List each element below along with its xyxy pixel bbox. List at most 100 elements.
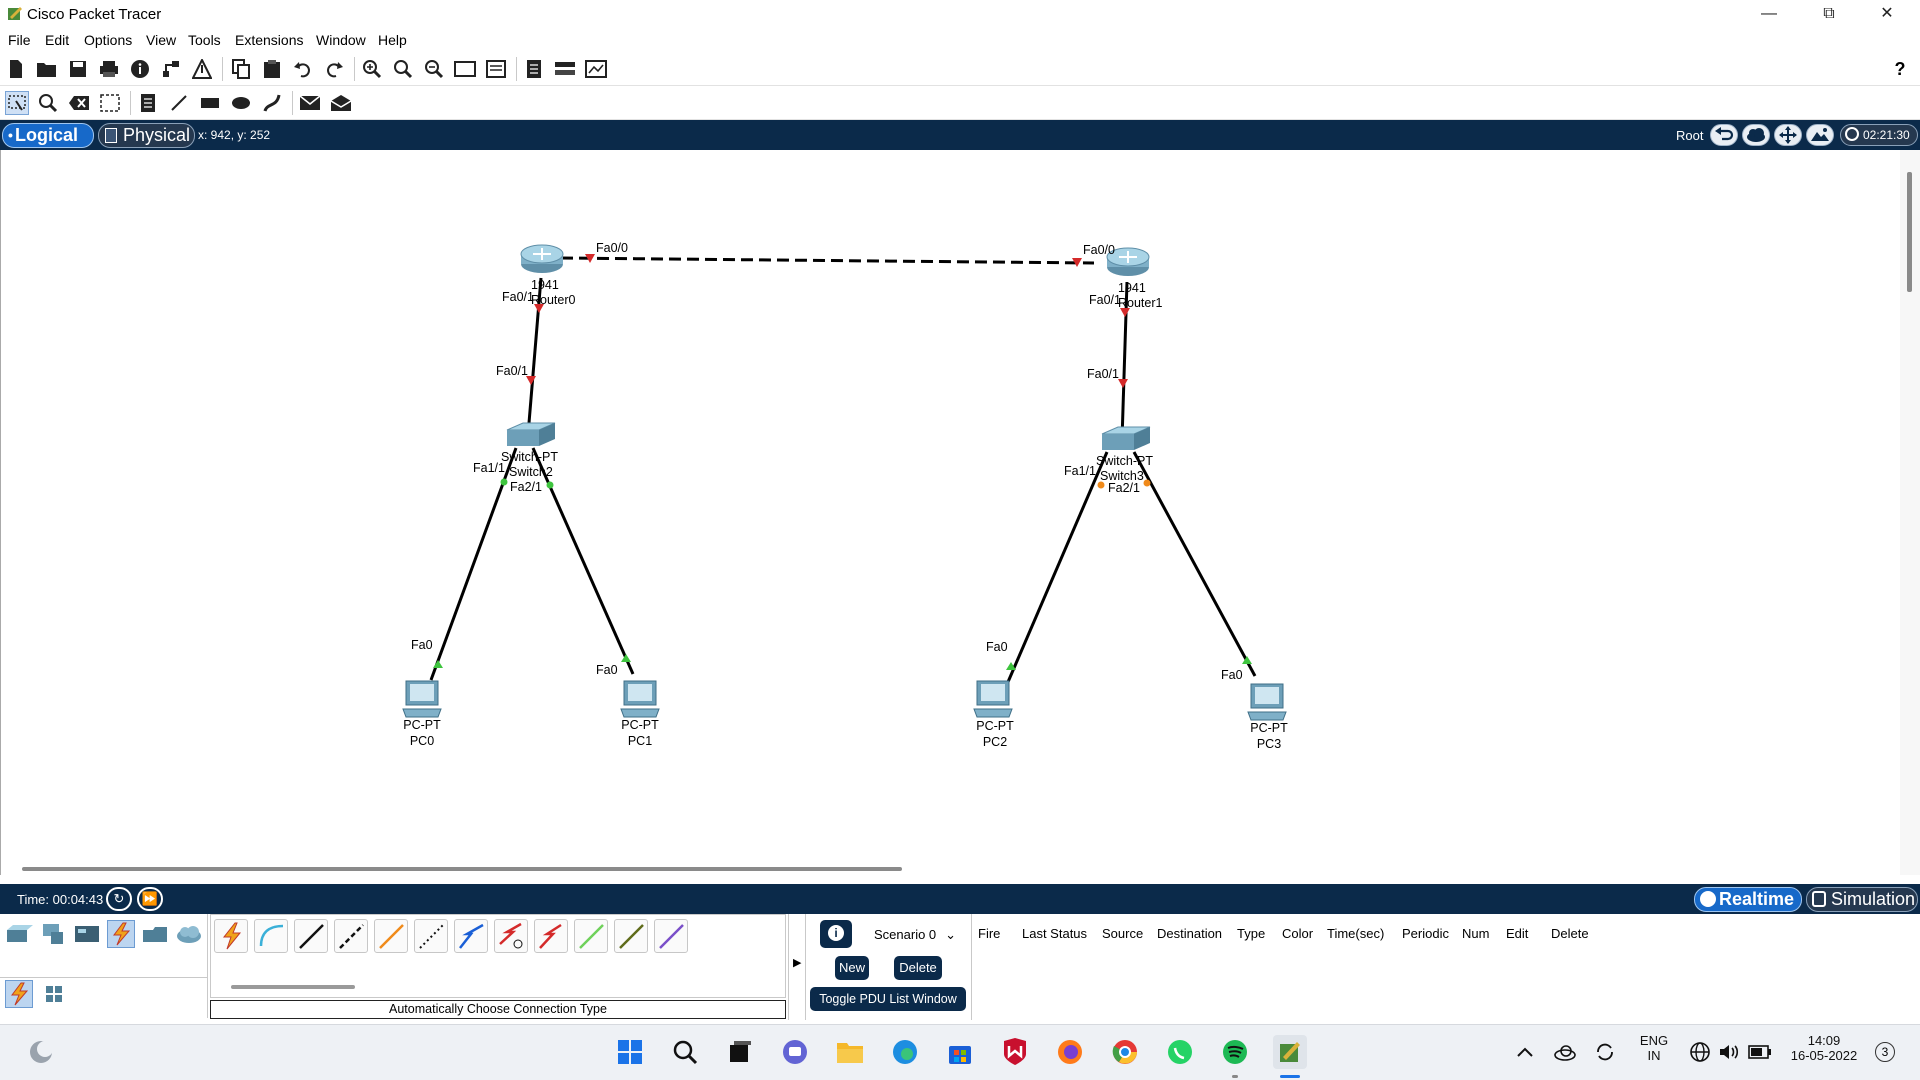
zoom-out-icon[interactable] [422, 57, 446, 81]
menu-view[interactable]: View [146, 32, 177, 48]
components-icon[interactable] [73, 920, 101, 948]
taskbar-clock[interactable]: 14:09 16-05-2022 [1782, 1033, 1866, 1063]
close-button[interactable]: ✕ [1880, 5, 1894, 22]
column-last-status[interactable]: Last Status [1022, 926, 1088, 941]
volume-icon[interactable] [1712, 1035, 1746, 1069]
column-delete[interactable]: Delete [1551, 926, 1589, 941]
column-fire[interactable]: Fire [978, 926, 1001, 941]
link-switch3-pc2[interactable] [1006, 451, 1109, 683]
drawing-palette-icon[interactable] [453, 57, 477, 81]
miscellaneous-icon[interactable] [141, 920, 169, 948]
router1-icon[interactable] [1105, 245, 1151, 279]
copper-crossover-button[interactable] [334, 919, 368, 953]
menu-options[interactable]: Options [84, 32, 133, 48]
column-num[interactable]: Num [1462, 926, 1490, 941]
vertical-scroll-thumb[interactable] [1907, 172, 1912, 292]
switch3-icon[interactable] [1096, 426, 1152, 454]
language-indicator[interactable]: ENG IN [1636, 1033, 1672, 1063]
custom-device-icon[interactable] [484, 57, 508, 81]
column-type[interactable]: Type [1237, 926, 1266, 941]
restore-button[interactable]: ⧉ [1823, 5, 1835, 22]
grid-view-icon[interactable] [40, 980, 68, 1008]
back-arrow-icon[interactable] [1710, 124, 1738, 146]
zoom-in-icon[interactable] [360, 57, 384, 81]
link-router0-router1[interactable] [560, 256, 1095, 265]
viewport-icon[interactable] [584, 57, 608, 81]
mcafee-icon[interactable] [998, 1035, 1032, 1069]
multiuser-connection-icon[interactable] [175, 920, 203, 948]
notes-icon[interactable] [522, 57, 546, 81]
connections-category-icon[interactable] [107, 920, 135, 948]
packet-tracer-taskbar-icon[interactable] [1273, 1035, 1307, 1069]
add-simple-pdu-icon[interactable] [298, 91, 322, 115]
pc2-icon[interactable] [971, 679, 1015, 719]
coaxial-cable-button[interactable] [454, 919, 488, 953]
realtime-mode-button[interactable]: Realtime [1694, 887, 1802, 912]
horizontal-scrollbar[interactable] [0, 862, 1900, 875]
fast-forward-icon[interactable]: ⏩ [137, 887, 163, 911]
save-icon[interactable] [66, 57, 90, 81]
delete-tool-icon[interactable] [67, 91, 91, 115]
resize-shape-icon[interactable] [98, 91, 122, 115]
end-devices-icon[interactable] [39, 920, 67, 948]
open-folder-icon[interactable] [35, 57, 59, 81]
scenario-info-button[interactable]: i [820, 920, 852, 948]
redo-icon[interactable] [322, 57, 346, 81]
auto-connection-button[interactable] [214, 919, 248, 953]
sync-icon[interactable] [1588, 1035, 1622, 1069]
connection-types-scroll-thumb[interactable] [231, 985, 355, 989]
power-cycle-devices-icon[interactable]: ↻ [106, 887, 132, 911]
simulation-mode-button[interactable]: Simulation [1806, 887, 1918, 912]
start-windows-icon[interactable] [613, 1035, 647, 1069]
menu-window[interactable]: Window [316, 32, 366, 48]
firefox-icon[interactable] [1053, 1035, 1087, 1069]
switch2-icon[interactable] [501, 422, 557, 450]
iot-custom-cable-button[interactable] [614, 919, 648, 953]
navigation-move-icon[interactable] [1774, 124, 1802, 146]
serial-dce-button[interactable] [494, 919, 528, 953]
pc0-icon[interactable] [400, 679, 444, 719]
column-edit[interactable]: Edit [1506, 926, 1529, 941]
connections-subtype-icon[interactable] [5, 980, 33, 1008]
freeform-icon[interactable] [260, 91, 284, 115]
select-tool-icon[interactable] [5, 91, 29, 115]
link-switch2-pc1[interactable] [531, 447, 635, 675]
copper-straight-through-button[interactable] [294, 919, 328, 953]
print-icon[interactable] [97, 57, 121, 81]
pc1-icon[interactable] [618, 679, 662, 719]
usb-cable-button[interactable] [654, 919, 688, 953]
link-switch3-pc3[interactable] [1132, 451, 1257, 677]
new-scenario-button[interactable]: New [835, 956, 869, 980]
add-complex-pdu-icon[interactable] [329, 91, 353, 115]
delete-scenario-button[interactable]: Delete [894, 956, 942, 980]
serial-dte-button[interactable] [534, 919, 568, 953]
network-info-icon[interactable] [159, 57, 183, 81]
horizontal-scroll-thumb[interactable] [22, 867, 902, 871]
menu-tools[interactable]: Tools [188, 32, 221, 48]
help-icon[interactable]: ? [1894, 58, 1906, 79]
chrome-icon[interactable] [1108, 1035, 1142, 1069]
console-cable-button[interactable] [254, 919, 288, 953]
column-color[interactable]: Color [1282, 926, 1314, 941]
vertical-scrollbar[interactable] [1900, 150, 1920, 875]
zoom-reset-icon[interactable] [391, 57, 415, 81]
onedrive-cloud-icon[interactable] [1548, 1035, 1582, 1069]
phone-cable-button[interactable] [414, 919, 448, 953]
scenario-select[interactable]: Scenario 0 ⌄ [864, 924, 960, 946]
menu-edit[interactable]: Edit [45, 32, 70, 48]
file-explorer-icon[interactable] [833, 1035, 867, 1069]
tab-logical[interactable]: • Logical [2, 123, 94, 148]
new-file-icon[interactable] [4, 57, 28, 81]
undo-icon[interactable] [291, 57, 315, 81]
router0-icon[interactable] [519, 242, 565, 276]
cloud-icon[interactable] [1742, 124, 1770, 146]
search-icon[interactable] [668, 1035, 702, 1069]
network-globe-icon[interactable] [1683, 1035, 1717, 1069]
menu-file[interactable]: File [8, 32, 31, 48]
cluster-icon[interactable] [553, 57, 577, 81]
spotify-icon[interactable] [1218, 1035, 1252, 1069]
octal-cable-button[interactable] [574, 919, 608, 953]
background-image-icon[interactable] [1806, 124, 1834, 146]
minimize-button[interactable]: — [1761, 5, 1777, 22]
weather-widget-icon[interactable] [24, 1035, 58, 1069]
